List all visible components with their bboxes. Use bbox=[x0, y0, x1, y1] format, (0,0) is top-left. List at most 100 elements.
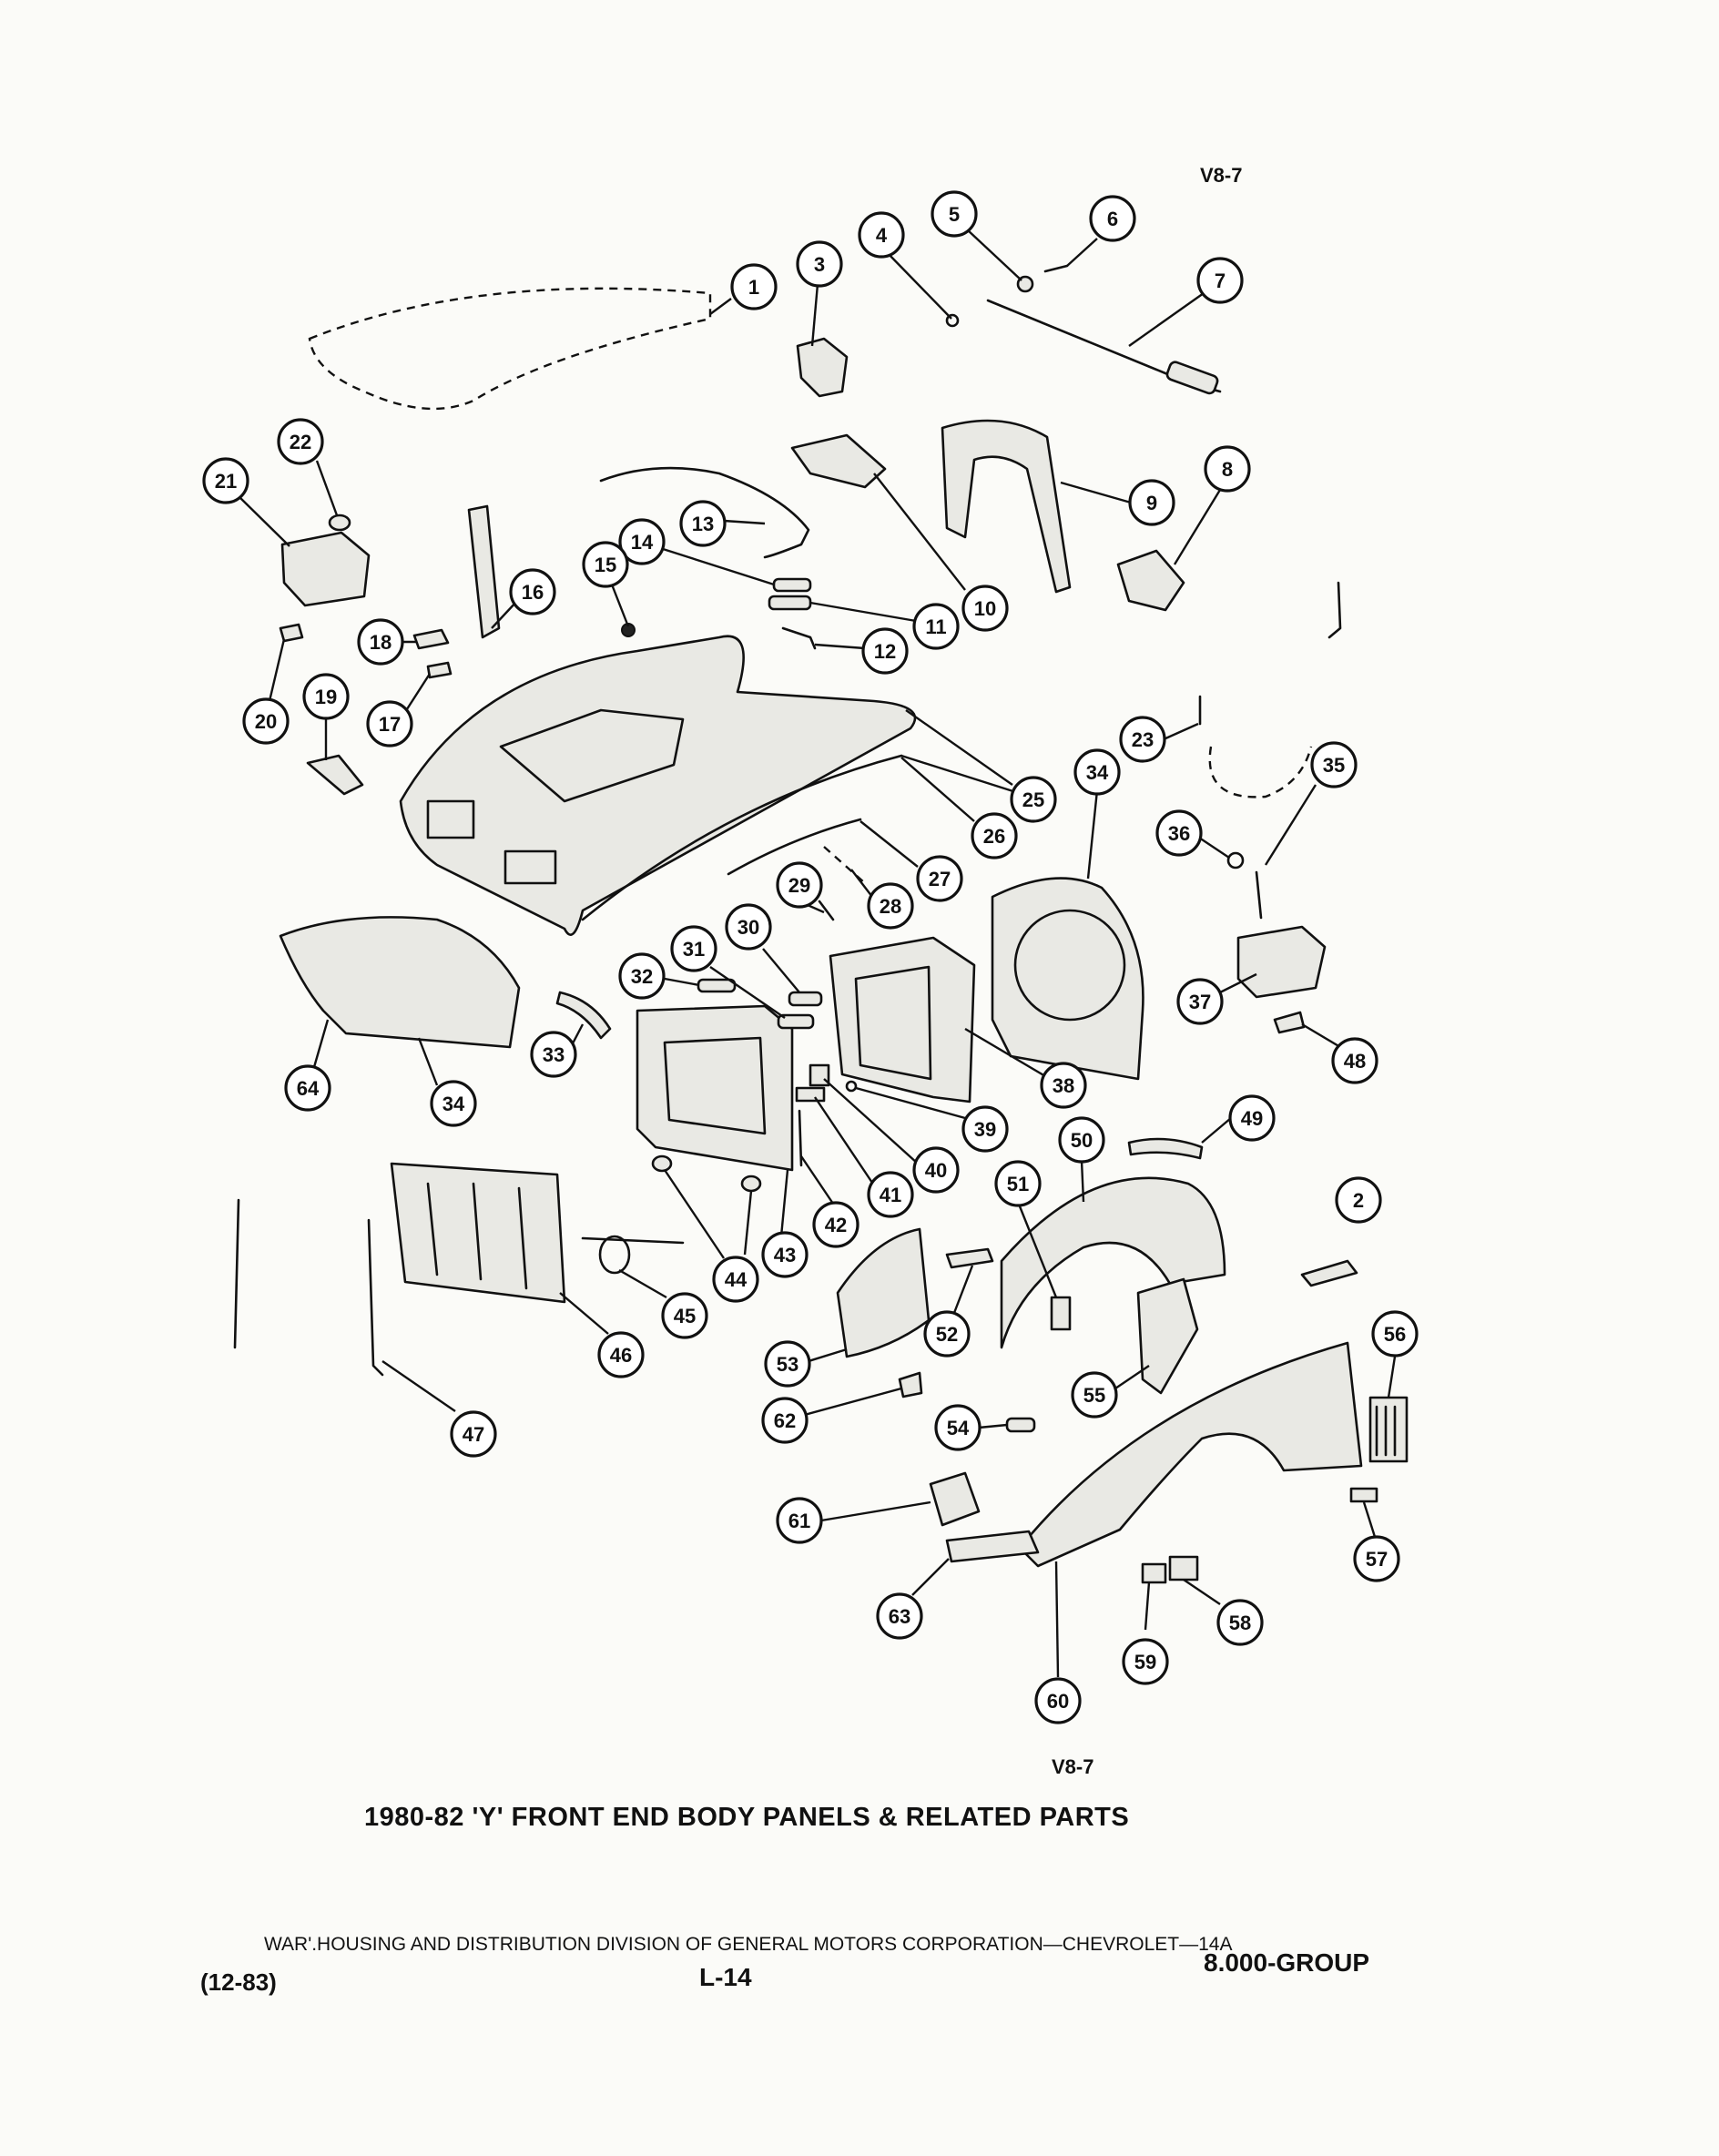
svg-text:64: 64 bbox=[297, 1077, 320, 1100]
leader-9 bbox=[1060, 481, 1132, 504]
svg-text:48: 48 bbox=[1344, 1050, 1366, 1073]
callout-26: 26 bbox=[971, 812, 1018, 859]
part-pad-20 bbox=[279, 623, 304, 643]
callout-55: 55 bbox=[1071, 1371, 1118, 1419]
callout-25a: 25 bbox=[1010, 776, 1057, 823]
svg-text:61: 61 bbox=[788, 1510, 810, 1532]
leader-30 bbox=[762, 948, 800, 993]
callout-17: 17 bbox=[366, 700, 413, 747]
svg-text:39: 39 bbox=[974, 1118, 996, 1141]
callout-52: 52 bbox=[923, 1310, 971, 1358]
part-bracket-42 bbox=[798, 1109, 803, 1167]
part-splash-shield bbox=[836, 1227, 931, 1358]
svg-text:62: 62 bbox=[774, 1409, 796, 1432]
part-drawings bbox=[233, 264, 1409, 1584]
callout-13: 13 bbox=[679, 500, 727, 547]
callout-44: 44 bbox=[712, 1256, 759, 1303]
svg-text:37: 37 bbox=[1189, 991, 1211, 1013]
leader-4 bbox=[884, 249, 952, 320]
leader-lines bbox=[238, 229, 1397, 1678]
part-bumper-11 bbox=[768, 595, 812, 611]
leader-33 bbox=[570, 1023, 585, 1046]
part-bracket-19 bbox=[306, 754, 364, 796]
callout-43: 43 bbox=[761, 1231, 809, 1278]
part-pad-32 bbox=[697, 978, 737, 993]
leader-11 bbox=[809, 601, 917, 623]
part-radiator bbox=[829, 936, 976, 1103]
svg-text:30: 30 bbox=[737, 916, 759, 939]
svg-text:16: 16 bbox=[522, 581, 544, 604]
part-coolant-reservoir bbox=[1236, 925, 1327, 999]
leader-51 bbox=[1018, 1205, 1058, 1298]
callout-45: 45 bbox=[661, 1292, 708, 1339]
callout-42: 42 bbox=[812, 1201, 860, 1248]
callout-60: 60 bbox=[1034, 1677, 1082, 1724]
leader-5 bbox=[966, 229, 1022, 281]
callout-21: 21 bbox=[202, 457, 249, 504]
part-plug-54 bbox=[1005, 1417, 1036, 1433]
part-line-47 bbox=[367, 1218, 384, 1377]
part-washer-reservoir bbox=[280, 531, 371, 607]
callout-18: 18 bbox=[357, 618, 404, 666]
svg-text:1: 1 bbox=[748, 276, 759, 299]
leader-38 bbox=[964, 1027, 1046, 1078]
leader-59 bbox=[1144, 1581, 1151, 1631]
callout-58: 58 bbox=[1216, 1599, 1264, 1646]
leader-16 bbox=[491, 600, 518, 629]
leader-45 bbox=[618, 1268, 667, 1299]
leader-48 bbox=[1301, 1022, 1341, 1049]
callout-4: 4 bbox=[858, 211, 905, 259]
part-bracket-2 bbox=[1300, 1259, 1358, 1287]
leader-56 bbox=[1387, 1356, 1397, 1398]
svg-text:10: 10 bbox=[974, 597, 996, 620]
leader-25a bbox=[905, 709, 1013, 786]
svg-text:22: 22 bbox=[290, 431, 311, 453]
callout-37: 37 bbox=[1176, 978, 1224, 1025]
svg-text:12: 12 bbox=[874, 640, 896, 663]
svg-text:15: 15 bbox=[595, 554, 616, 576]
part-bracket-40 bbox=[809, 1063, 830, 1087]
part-clip-48 bbox=[1273, 1011, 1306, 1034]
leader-58 bbox=[1183, 1579, 1221, 1605]
svg-text:19: 19 bbox=[315, 686, 337, 708]
callout-47: 47 bbox=[450, 1410, 497, 1458]
part-support-opening bbox=[663, 1036, 767, 1135]
leader-36 bbox=[1198, 837, 1230, 859]
svg-text:31: 31 bbox=[683, 938, 705, 961]
svg-text:17: 17 bbox=[379, 713, 401, 736]
callout-57: 57 bbox=[1353, 1535, 1400, 1582]
svg-text:11: 11 bbox=[925, 615, 946, 638]
leader-44b bbox=[743, 1190, 753, 1256]
leader-55 bbox=[1114, 1365, 1150, 1389]
callout-16: 16 bbox=[509, 568, 556, 615]
part-clip-17 bbox=[426, 661, 453, 679]
figure-code-bottom: V8-7 bbox=[1052, 1755, 1094, 1778]
callout-51: 51 bbox=[994, 1160, 1042, 1207]
svg-text:4: 4 bbox=[876, 224, 888, 247]
part-hood-bracket bbox=[790, 433, 887, 489]
svg-text:44: 44 bbox=[725, 1268, 748, 1291]
leader-12 bbox=[814, 643, 866, 650]
callout-50: 50 bbox=[1058, 1116, 1105, 1164]
part-shield-52 bbox=[945, 1247, 994, 1269]
callout-27: 27 bbox=[916, 855, 963, 902]
callout-9: 9 bbox=[1128, 479, 1175, 526]
part-emblem-57 bbox=[1349, 1487, 1378, 1503]
part-hood-vent-right bbox=[503, 849, 557, 885]
part-marker-58 bbox=[1168, 1555, 1199, 1581]
part-shroud-opening bbox=[1013, 909, 1126, 1022]
svg-text:3: 3 bbox=[814, 253, 825, 276]
callout-12: 12 bbox=[861, 627, 909, 675]
callout-59: 59 bbox=[1122, 1638, 1169, 1685]
callout-40: 40 bbox=[912, 1146, 960, 1194]
svg-text:60: 60 bbox=[1047, 1690, 1069, 1713]
svg-text:45: 45 bbox=[674, 1305, 696, 1327]
svg-text:46: 46 bbox=[610, 1344, 632, 1367]
part-bracket-51 bbox=[1050, 1296, 1072, 1331]
leader-23 bbox=[1163, 722, 1199, 741]
callout-62: 62 bbox=[761, 1397, 809, 1444]
part-clip-33 bbox=[555, 991, 612, 1040]
svg-text:2: 2 bbox=[1353, 1189, 1364, 1212]
leader-14 bbox=[659, 546, 775, 586]
callout-49: 49 bbox=[1228, 1094, 1276, 1142]
